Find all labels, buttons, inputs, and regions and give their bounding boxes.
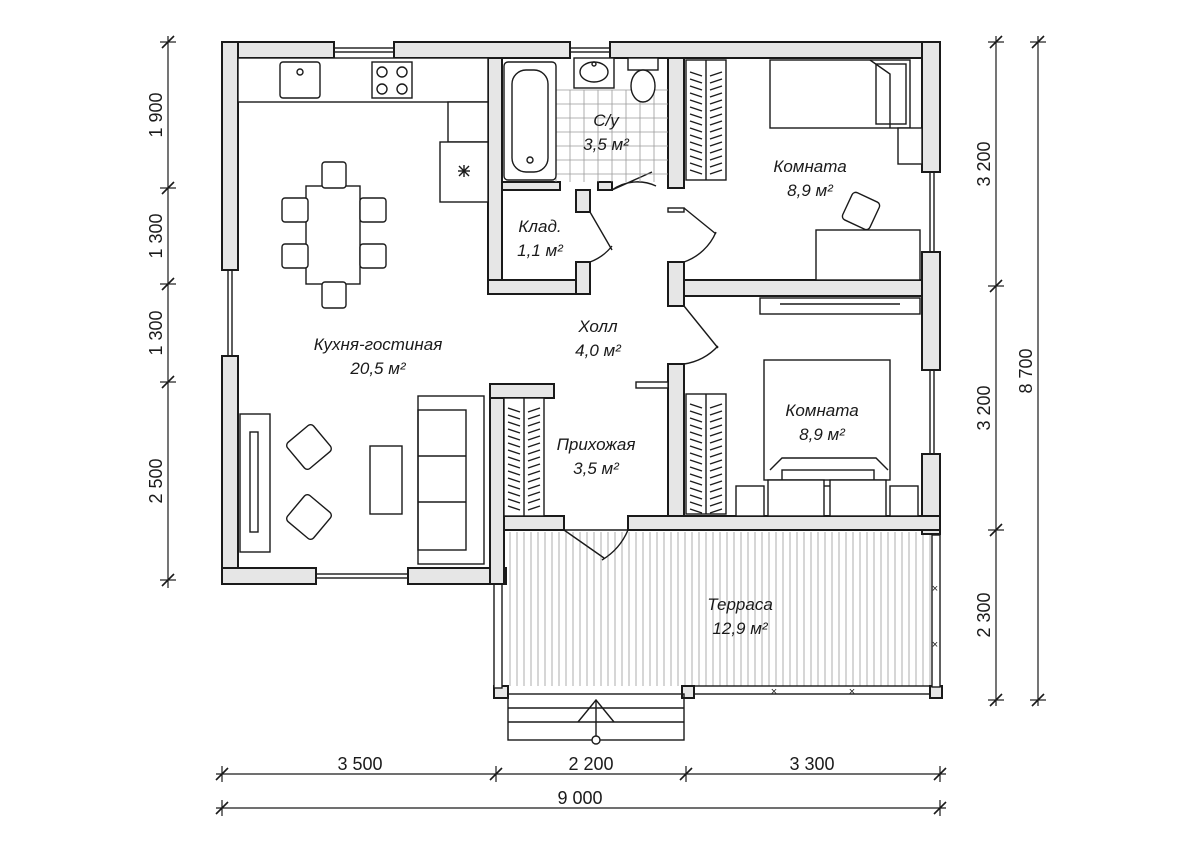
hall-name: Холл (577, 317, 618, 336)
bath-area: 3,5 м² (583, 135, 630, 154)
stove-icon (371, 61, 413, 99)
walls (221, 41, 941, 585)
room2-name: Комната (785, 401, 858, 420)
dim-left-4: 2 500 (146, 458, 166, 503)
terrace-deck: × × × × (493, 529, 943, 699)
terrace-area: 12,9 м² (712, 619, 768, 638)
nightstand-room1 (897, 127, 923, 165)
entry-area: 3,5 м² (573, 459, 620, 478)
room-labels: Кухня-гостиная 20,5 м² С/у 3,5 м² Комнат… (314, 111, 859, 638)
hall-area: 4,0 м² (575, 341, 622, 360)
sofa (417, 395, 485, 565)
coffee-table (369, 445, 403, 515)
wardrobe-room2 (685, 393, 727, 515)
bed-room2 (763, 359, 891, 487)
sink-icon (279, 61, 321, 99)
bath-name: С/у (593, 111, 620, 130)
dim-bottom-1: 3 500 (337, 754, 382, 774)
svg-text:×: × (771, 686, 777, 698)
shelf-room2 (759, 297, 921, 315)
dim-right-1: 3 200 (974, 141, 994, 186)
nightstand-right-room2 (889, 485, 919, 517)
dim-bottom-3: 3 300 (789, 754, 834, 774)
storage-name: Клад. (518, 217, 561, 236)
nightstand-left-room2 (735, 485, 765, 517)
living-area: 20,5 м² (349, 359, 406, 378)
svg-text:×: × (932, 583, 938, 595)
room2-furniture (685, 297, 921, 517)
svg-text:×: × (849, 686, 855, 698)
dining-chairs (281, 161, 387, 309)
bathtub-icon (503, 61, 557, 181)
bed-room1 (769, 59, 911, 129)
dimension-lines (160, 35, 1046, 816)
desk-room1 (815, 229, 921, 281)
svg-text:×: × (932, 639, 938, 651)
asterisk-icon (458, 165, 470, 177)
room1-area: 8,9 м² (787, 181, 834, 200)
dim-bottom-total: 9 000 (557, 788, 602, 808)
armchairs (285, 423, 333, 541)
dim-bottom-2: 2 200 (568, 754, 613, 774)
dim-left-3: 1 300 (146, 310, 166, 355)
toilet-icon (627, 57, 659, 103)
dim-left-2: 1 300 (146, 213, 166, 258)
terrace-name: Терраса (707, 595, 773, 614)
dimension-labels: 3 500 2 200 3 300 9 000 1 900 1 300 1 30… (146, 92, 1036, 808)
bathroom-fixtures (503, 57, 668, 182)
chair-room1 (841, 191, 881, 231)
wardrobe-room1 (685, 59, 727, 181)
washbasin-icon (573, 57, 615, 89)
tv-stand (239, 413, 271, 553)
terrace-steps (507, 693, 685, 745)
entry-name: Прихожая (557, 435, 636, 454)
dim-right-2: 3 200 (974, 385, 994, 430)
living-name: Кухня-гостиная (314, 335, 443, 354)
dim-left-1: 1 900 (146, 92, 166, 137)
kitchen-furniture (237, 57, 489, 565)
room1-name: Комната (773, 157, 846, 176)
room1-furniture (685, 59, 923, 281)
dim-right-3: 2 300 (974, 592, 994, 637)
room2-area: 8,9 м² (799, 425, 846, 444)
doors (563, 171, 719, 561)
wardrobe-entry (503, 397, 545, 517)
dining-table (305, 185, 361, 285)
dim-right-total: 8 700 (1016, 348, 1036, 393)
storage-area: 1,1 м² (517, 241, 564, 260)
